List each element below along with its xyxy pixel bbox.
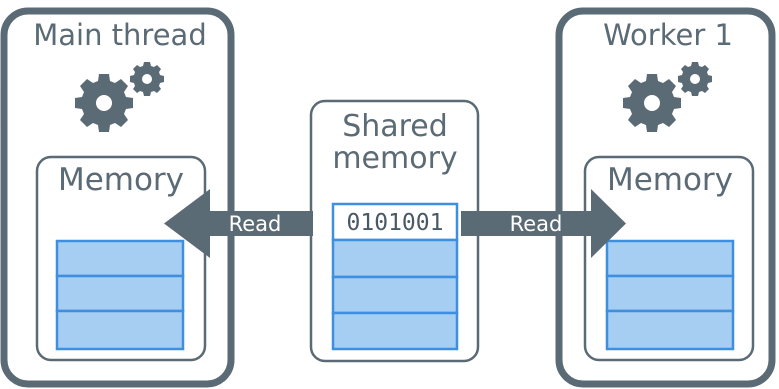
main-thread-title: Main thread [33,18,207,52]
read-arrow-left: Read [164,189,313,258]
worker-memory-cell [605,274,735,313]
gears-icon [75,62,164,132]
shared-memory-cell [331,275,459,315]
worker-memory-label: Memory [607,162,733,198]
main-memory-box: Memory [35,155,207,362]
left-arrow-shape [164,189,313,258]
read-arrow-right: Read [461,189,626,258]
main-memory-cell [55,309,185,351]
worker-memory-cell [605,239,735,278]
right-arrow-shape [461,189,626,258]
main-thread-border [0,7,235,388]
right-arrow-label: Read [510,212,563,236]
worker-title: Worker 1 [603,18,733,52]
worker-memory-box: Memory [583,155,755,362]
shared-memory-cell [331,238,459,279]
shared-memory-cell [331,311,459,351]
main-memory-cell [55,274,185,313]
shared-memory-cell-text: 0101001 [347,210,444,236]
worker-border [555,7,776,388]
main-memory-label: Memory [58,162,184,198]
left-arrow-label: Read [229,212,282,236]
worker-memory-cell [605,309,735,351]
main-memory-cell [55,239,185,278]
worker-box: Worker 1 Memory [555,7,776,388]
shared-memory-box: Shared memory 0101001 [309,99,480,363]
shared-memory-title-line2: memory [332,141,457,176]
main-thread-box: Main thread Memory [0,7,235,388]
gears-icon [623,62,712,132]
shared-memory-cell-value [331,202,459,242]
shared-memory-title-line1: Shared [342,109,448,144]
